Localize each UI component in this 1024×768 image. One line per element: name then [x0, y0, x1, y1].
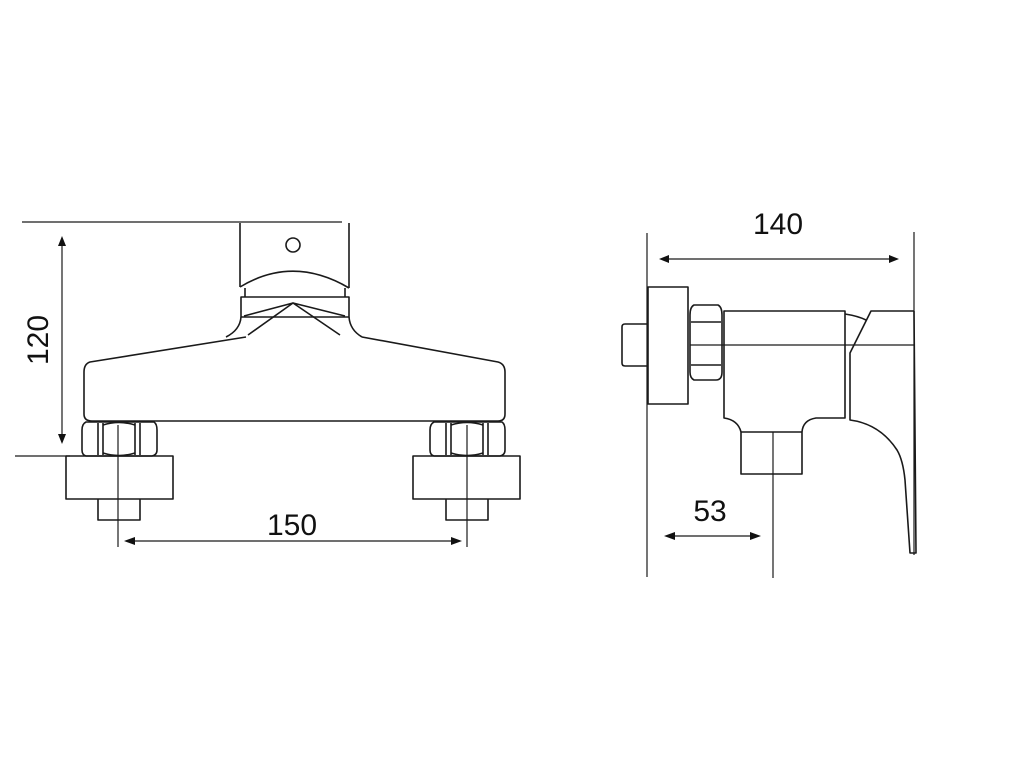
depth-dimension-label: 140 — [753, 208, 803, 241]
collar — [225, 296, 363, 338]
handle — [239, 223, 350, 297]
height-dimension-label: 120 — [22, 315, 55, 365]
depth-dimension: 140 — [659, 208, 899, 263]
side-view: 140 53 — [621, 208, 917, 578]
side-body — [723, 310, 846, 475]
left-connector — [65, 421, 174, 521]
spacing-dimension-label: 150 — [267, 509, 317, 542]
front-view: 120 150 — [15, 221, 521, 547]
side-nut — [689, 304, 723, 381]
handle-screw-hole — [285, 237, 301, 253]
wall-flange — [647, 286, 689, 405]
mixer-body — [83, 336, 506, 422]
side-lever-handle — [849, 310, 917, 554]
handle-gap-arc — [844, 313, 867, 321]
height-dimension: 120 — [22, 236, 66, 444]
pipe-stub — [621, 323, 647, 367]
right-connector — [412, 421, 521, 521]
spacing-dimension: 150 — [124, 509, 462, 545]
outlet-offset-dimension: 53 — [664, 495, 761, 540]
outlet-offset-dimension-label: 53 — [693, 495, 726, 528]
